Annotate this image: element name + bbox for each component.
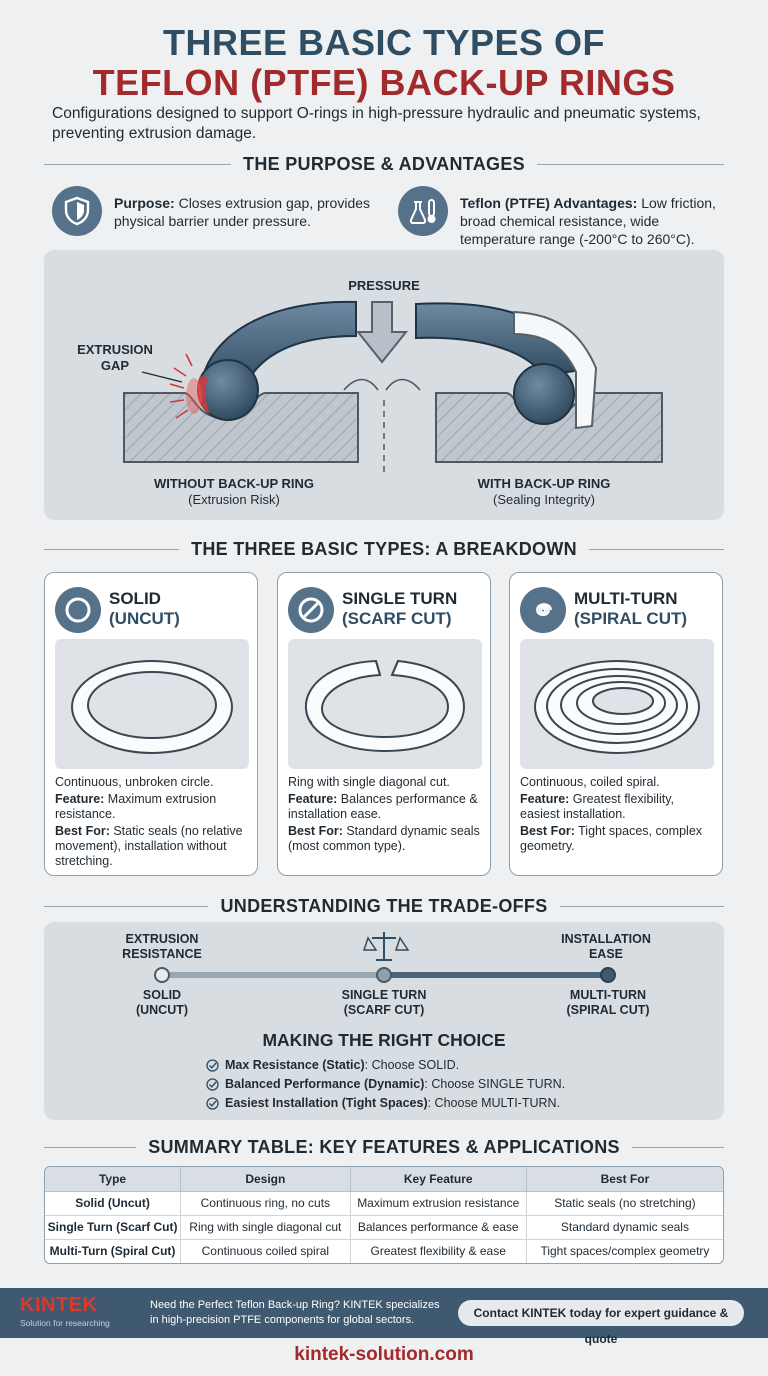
purpose-text: Closes extrusion gap, provides physical … [114,195,371,229]
with-ring-sub: (Sealing Integrity) [493,492,595,507]
card-multi-turn: MULTI-TURN (SPIRAL CUT) Continuous, coil… [509,572,723,876]
choice-item: Balanced Performance (Dynamic): Choose S… [206,1075,565,1094]
table-row: Multi-Turn (Spiral Cut) Continuous coile… [45,1239,723,1263]
card-title: SINGLE TURN [342,589,458,608]
title-line-2: TEFLON (PTFE) BACK-UP RINGS [92,62,676,103]
advantages-block: Teflon (PTFE) Advantages: Low friction, … [398,186,728,248]
scarf-cut-ring-icon [288,587,334,633]
brand-logo: KINTEK Solution for researching [20,1294,138,1328]
website-link[interactable]: kintek-solution.com [294,1344,474,1365]
title-line-1: THREE BASIC TYPES OF [162,22,606,63]
table-row: Single Turn (Scarf Cut) Ring with single… [45,1215,723,1240]
shield-icon [52,186,102,236]
tradeoffs-panel: EXTRUSION RESISTANCE INSTALLATION EASE S… [44,922,724,1120]
card-description: Continuous, coiled spiral. [520,775,660,789]
card-feature: Maximum extrusion resistance. [55,792,217,821]
card-title: MULTI-TURN [574,589,678,608]
point-solid [154,967,170,983]
check-circle-icon [206,1097,219,1110]
table-row: Solid (Uncut) Continuous ring, no cuts M… [45,1191,723,1216]
check-circle-icon [206,1059,219,1072]
balance-scale-icon [362,932,410,961]
advantages-label: Teflon (PTFE) Advantages: [460,195,638,211]
without-ring-label: WITHOUT BACK-UP RING [153,476,315,491]
card-best-for: Static seals (no relative movement), ins… [55,824,243,868]
spiral-icon [520,587,566,633]
extrusion-gap-label: EXTRUSION GAP [77,342,153,373]
extrusion-diagram [123,300,663,472]
card-best-for: Tight spaces, complex geometry. [520,824,703,853]
card-title: SOLID [109,589,161,608]
extrusion-resistance-label: EXTRUSION RESISTANCE [122,932,202,961]
choice-item: Easiest Installation (Tight Spaces): Cho… [206,1094,565,1113]
contact-button[interactable]: Contact KINTEK today for expert guidance… [458,1300,744,1346]
purpose-label: Purpose: [114,195,175,211]
scarf-cut-ring-illustration [288,639,482,769]
scale-label-single-turn: SINGLE TURN (SCARF CUT) [341,988,427,1017]
solid-ring-icon [55,587,101,633]
table-header-row: Type Design Key Feature Best For [45,1167,723,1192]
without-ring-sub: (Extrusion Risk) [188,492,280,507]
point-multi-turn [600,967,616,983]
column-header: Best For [526,1167,723,1192]
purpose-heading: THE PURPOSE & ADVANTAGES [44,152,724,176]
card-solid: SOLID (UNCUT) Continuous, unbroken circl… [44,572,258,876]
card-subtitle: (UNCUT) [109,609,180,628]
choice-list: Max Resistance (Static): Choose SOLID. B… [206,1056,565,1113]
pressure-label: PRESSURE [348,278,420,293]
check-circle-icon [206,1078,219,1091]
card-subtitle: (SPIRAL CUT) [574,609,688,628]
card-best-for: Standard dynamic seals (most common type… [288,824,480,853]
column-header: Key Feature [350,1167,527,1192]
scale-label-solid: SOLID (UNCUT) [135,988,189,1017]
intro-text: Configurations designed to support O-rin… [52,105,701,142]
scale-label-multi-turn: MULTI-TURN (SPIRAL CUT) [566,988,650,1017]
tradeoffs-heading: UNDERSTANDING THE TRADE-OFFS [44,894,724,918]
with-ring-label: WITH BACK-UP RING [477,476,611,491]
advantages-text: Low friction, broad chemical resistance,… [460,195,716,247]
spiral-ring-illustration [520,639,714,769]
brand-tagline: Solution for researching [20,1318,110,1328]
footer-bar: KINTEK Solution for researching Need the… [0,1288,768,1346]
tradeoff-scale [154,932,616,983]
card-subtitle: (SCARF CUT) [342,609,452,628]
extrusion-diagram-panel: PRESSURE EXTRUSION GAP WITHOUT BACK-UP R… [44,250,724,520]
card-feature: Greatest flexibility, easiest installati… [520,792,674,821]
purpose-block: Purpose: Closes extrusion gap, provides … [52,186,382,236]
column-header: Design [180,1167,351,1192]
point-single-turn [376,967,392,983]
choice-title: MAKING THE RIGHT CHOICE [262,1030,506,1050]
column-header: Type [45,1167,182,1192]
card-single-turn: SINGLE TURN (SCARF CUT) Ring with single… [277,572,491,876]
promo-text: Need the Perfect Teflon Back-up Ring? KI… [150,1299,440,1326]
thermometer-flask-icon [398,186,448,236]
summary-heading: SUMMARY TABLE: KEY FEATURES & APPLICATIO… [44,1135,724,1159]
card-description: Ring with single diagonal cut. [288,775,450,789]
card-description: Continuous, unbroken circle. [55,775,214,789]
solid-ring-illustration [55,639,249,769]
installation-ease-label: INSTALLATION EASE [561,932,651,961]
types-heading: THE THREE BASIC TYPES: A BREAKDOWN [44,537,725,561]
card-feature: Balances performance & installation ease… [288,792,478,821]
choice-item: Max Resistance (Static): Choose SOLID. [206,1056,565,1075]
summary-table: Type Design Key Feature Best For Solid (… [44,1166,724,1264]
